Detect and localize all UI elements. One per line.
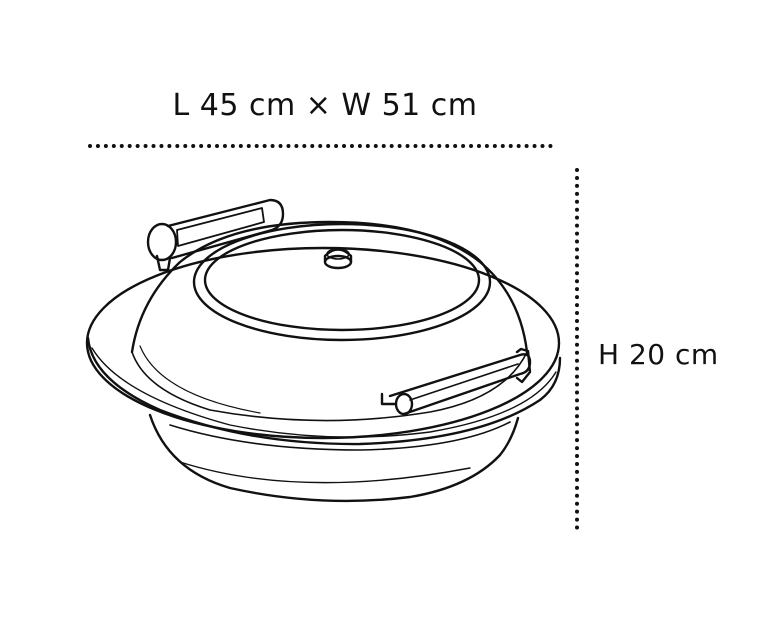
width-dimension-label: L 45 cm × W 51 cm	[172, 88, 478, 123]
width-dimension-line	[88, 144, 553, 148]
outer-rim	[85, 246, 562, 446]
dome-lid	[130, 220, 529, 422]
bowl-base	[148, 413, 520, 503]
back-handle	[146, 198, 285, 272]
height-dimension-line	[575, 168, 579, 530]
front-handle	[380, 347, 532, 416]
lid-knob	[323, 248, 353, 270]
height-dimension-label: H 20 cm	[598, 338, 719, 371]
